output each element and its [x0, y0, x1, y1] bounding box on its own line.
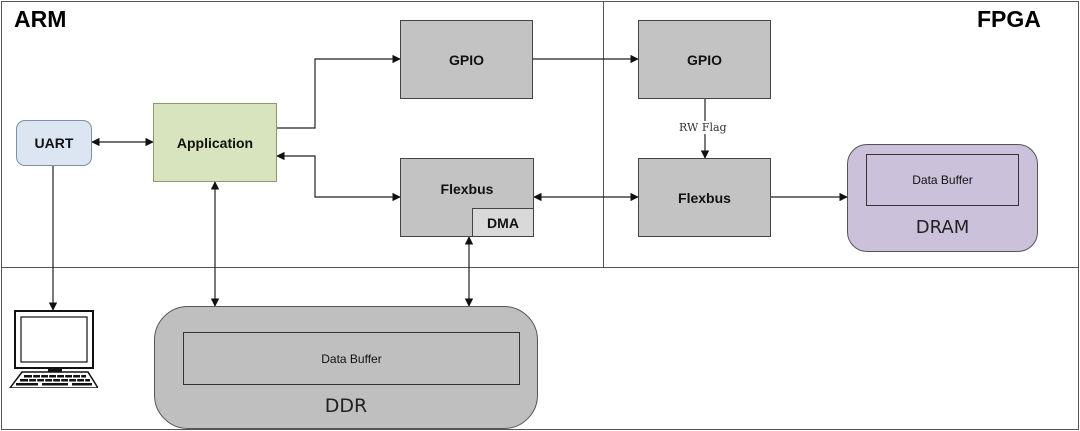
computer-icon	[9, 310, 98, 388]
rw-flag-label: RW Flag	[678, 121, 728, 134]
fpga-label: FPGA	[977, 6, 1041, 32]
application-block: Application	[153, 103, 277, 182]
arm-lower-frame	[1, 267, 1079, 430]
dma-block: DMA	[472, 208, 534, 237]
flexbus-fpga-label: Flexbus	[678, 189, 731, 206]
gpio-arm-label: GPIO	[448, 51, 484, 68]
gpio-fpga-label: GPIO	[686, 51, 722, 68]
application-label: Application	[176, 134, 254, 151]
dma-label: DMA	[487, 214, 519, 231]
application-gpio-wire	[277, 54, 401, 129]
uart-block: UART	[16, 120, 92, 166]
dram-data-buffer-label: Data Buffer	[912, 173, 973, 187]
ddr-data-buffer: Data Buffer	[183, 332, 520, 385]
dram-label: DRAM	[915, 217, 970, 238]
application-flexbus-wire	[276, 151, 401, 202]
dram-data-buffer: Data Buffer	[866, 154, 1019, 206]
flexbus-fpga-block: Flexbus	[638, 158, 771, 237]
gpio-arm-block: GPIO	[400, 20, 533, 99]
flexbus-arm-label: Flexbus	[440, 181, 494, 197]
ddr-data-buffer-label: Data Buffer	[321, 351, 382, 366]
arm-label: ARM	[14, 6, 67, 32]
gpio-fpga-block: GPIO	[638, 20, 771, 99]
ddr-label: DDR	[324, 395, 368, 417]
uart-label: UART	[34, 135, 74, 151]
